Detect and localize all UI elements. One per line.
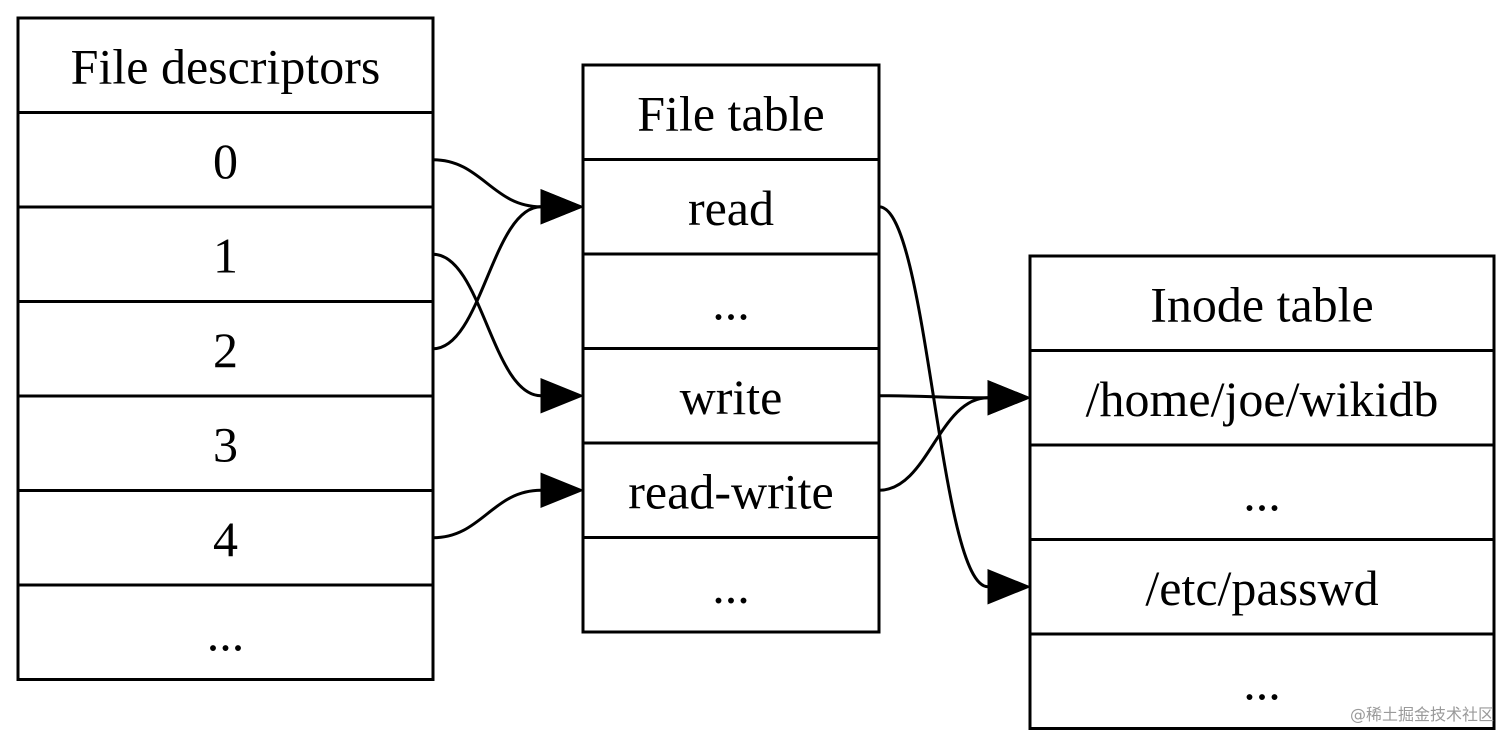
table-title: File descriptors (71, 38, 381, 94)
table-row-cell (1028, 349, 1496, 447)
table-row-label: 0 (213, 133, 238, 189)
arrowhead (987, 380, 1032, 416)
edge-fd0-to-ft0 (432, 158, 542, 209)
tables-layer: File descriptors 0 1 2 3 4... File table read..… (16, 16, 1496, 730)
table-row-label: ... (1243, 654, 1281, 710)
table-header-cell (581, 63, 881, 161)
table-row-label: read-write (628, 463, 833, 519)
table-row-cell (16, 300, 435, 398)
table-row-label: ... (1243, 465, 1281, 521)
table-row-label: write (680, 369, 783, 425)
edge-ft2-to-it0 (878, 394, 989, 400)
table-row-label: ... (712, 274, 750, 330)
table-it: Inode table/home/joe/wikidb... /etc/passw… (1028, 254, 1496, 730)
table-row-cell (581, 252, 881, 350)
table-row-cell (1028, 632, 1496, 730)
table-row-label: 3 (213, 416, 238, 472)
table-row-label: ... (712, 558, 750, 614)
table-title: File table (637, 85, 824, 141)
table-row-label: read (688, 180, 774, 236)
table-row-cell (16, 111, 435, 209)
edge-ft3-to-it0 (878, 396, 989, 492)
arrowhead (540, 472, 585, 508)
table-row-cell (16, 205, 435, 303)
table-ft: File table read... write read-write... (581, 63, 881, 634)
watermark-text: @稀土掘金技术社区 (1349, 705, 1494, 724)
table-row-cell (16, 583, 435, 681)
table-row-label: /home/joe/wikidb (1086, 371, 1439, 427)
table-row-cell (16, 489, 435, 587)
edge-fd4-to-ft3 (432, 488, 542, 540)
table-row-label: /etc/passwd (1145, 560, 1378, 616)
table-row-label: 4 (213, 511, 238, 567)
table-row-cell (581, 536, 881, 634)
table-row-cell (581, 347, 881, 445)
edges-layer (432, 158, 989, 589)
table-row-label: 1 (213, 227, 238, 283)
table-title: Inode table (1150, 276, 1374, 332)
table-row-cell (16, 394, 435, 492)
table-row-label: ... (207, 605, 245, 661)
arrowhead (540, 378, 585, 414)
table-fd: File descriptors 0 1 2 3 4... (16, 16, 435, 681)
edge-fd1-to-ft2 (432, 252, 542, 398)
table-row-label: 2 (213, 322, 238, 378)
arrowhead (540, 189, 585, 225)
table-row-cell (1028, 538, 1496, 636)
table-header-cell (1028, 254, 1496, 352)
table-row-cell (1028, 443, 1496, 541)
arrowheads-layer (540, 189, 1032, 605)
arrowhead (987, 569, 1032, 605)
edge-fd2-to-ft0 (432, 205, 542, 351)
table-row-cell (581, 441, 881, 539)
